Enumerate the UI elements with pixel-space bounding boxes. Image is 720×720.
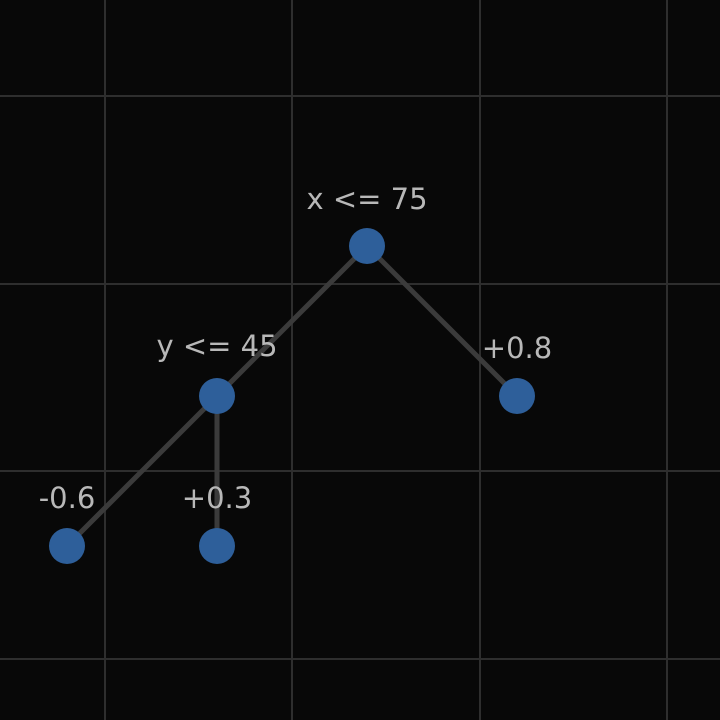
node-circle-split-y	[199, 378, 235, 414]
node-label-split-y: y <= 45	[156, 329, 277, 363]
node-label-root: x <= 75	[306, 182, 427, 216]
node-label-leaf-right: +0.8	[482, 331, 552, 365]
tree-node-leaf-left-left: -0.6	[39, 481, 96, 564]
tree-node-leaf-left-right: +0.3	[182, 481, 252, 564]
nodes: x <= 75 y <= 45 +0.8 -0.6 +0.3	[39, 182, 552, 564]
tree-node-root: x <= 75	[306, 182, 428, 264]
tree-node-leaf-right: +0.8	[482, 331, 552, 414]
edge-root-to-split-y	[214, 243, 370, 399]
edges	[64, 243, 520, 549]
node-circle-root	[349, 228, 385, 264]
node-label-leaf-left-left: -0.6	[39, 481, 96, 515]
tree-node-split-y: y <= 45	[156, 329, 278, 414]
node-circle-leaf-left-right	[199, 528, 235, 564]
node-circle-leaf-right	[499, 378, 535, 414]
node-label-leaf-left-right: +0.3	[182, 481, 252, 515]
node-circle-leaf-left-left	[49, 528, 85, 564]
edge-root-to-leaf-right	[364, 243, 520, 399]
edge-split-y-to-leaf-left-left	[64, 393, 220, 549]
